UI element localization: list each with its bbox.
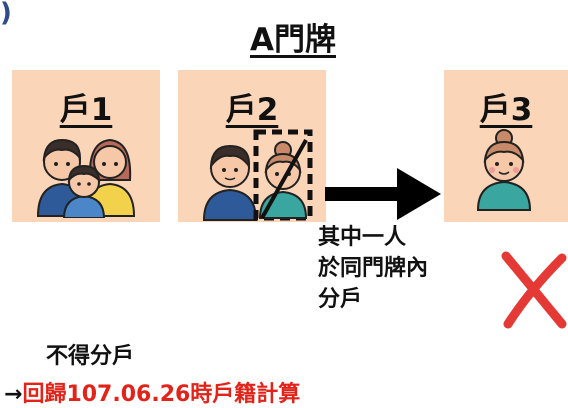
household-card-2: 戶2 [178,70,326,222]
household-card-1: 戶1 [12,70,160,222]
household-label-2: 戶2 [225,92,279,128]
red-x-icon [501,251,567,329]
family-of-three-icon [36,138,136,218]
corner-fragment: ) [0,0,12,28]
page-title: A門牌 [250,22,336,58]
household-label-3: 戶3 [479,92,533,128]
household-label-1: 戶1 [59,92,113,128]
couple-one-crossed-out-icon [202,129,313,221]
household-card-3: 戶3 [444,70,568,222]
rule-consequence-text: 回歸107.06.26時戶籍計算 [22,382,301,407]
rule-arrow: → [4,382,23,407]
woman-with-bun-icon [476,129,532,211]
rule-heading: 不得分戶 [46,344,135,369]
right-arrow-icon [325,168,441,220]
rule-consequence: →回歸107.06.26時戶籍計算 [4,376,300,408]
split-note: 其中一人 於同門牌內 分戶 [318,225,429,312]
